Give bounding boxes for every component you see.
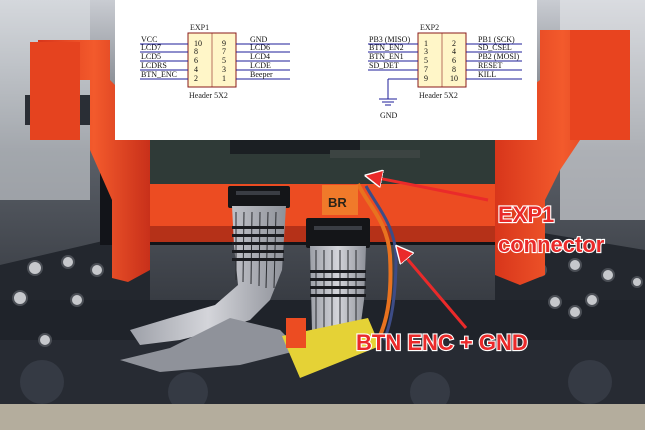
exp2-right-pin: 2 bbox=[452, 39, 456, 48]
exp1-footer: Header 5X2 bbox=[189, 91, 228, 100]
orange-label-block bbox=[322, 185, 358, 215]
exp2-right-pin: 10 bbox=[450, 74, 458, 83]
exp1-right-pin: 3 bbox=[222, 65, 226, 74]
exp1-right-label: LCD6 bbox=[250, 43, 270, 52]
btn-enc-arrow bbox=[398, 248, 468, 329]
exp1-left-pin: 4 bbox=[194, 65, 198, 74]
exp2-schematic: EXP2 GND PB3 (MISO) BTN_EN2 BTN_EN1 SD_D… bbox=[368, 23, 522, 120]
exp1-left-label: VCC bbox=[141, 35, 157, 44]
exp1-left-label: LCD7 bbox=[141, 43, 161, 52]
exp2-left-pin: 5 bbox=[424, 56, 428, 65]
exp2-left-pin: 7 bbox=[424, 65, 428, 74]
marker-text: BR bbox=[328, 195, 347, 210]
desk-surface bbox=[0, 404, 645, 430]
ribbon-dark-bands bbox=[232, 226, 366, 297]
idc-connectors bbox=[228, 186, 370, 248]
btn-enc-callout: BTN ENC + GND bbox=[356, 330, 528, 355]
exp2-right-pin: 6 bbox=[452, 56, 456, 65]
orange-cable-clip bbox=[286, 318, 306, 348]
exp2-right-label: SD_CSEL bbox=[478, 43, 512, 52]
screws bbox=[12, 255, 643, 347]
exp2-left-label: PB3 (MISO) bbox=[369, 35, 410, 44]
orange-wire bbox=[356, 183, 393, 341]
exp1-right-pin: 5 bbox=[222, 56, 226, 65]
exp2-right-label: KILL bbox=[478, 70, 496, 79]
exp1-right-label: Beeper bbox=[250, 70, 273, 79]
exp2-signal-lines bbox=[368, 43, 522, 80]
exp1-arrow bbox=[368, 176, 489, 202]
ground-label: GND bbox=[380, 111, 398, 120]
exp1-left-label: LCD5 bbox=[141, 52, 161, 61]
exp1-left-label: LCDRS bbox=[141, 61, 167, 70]
exp1-right-pin: 7 bbox=[222, 47, 226, 56]
exp1-schematic: EXP1 VCC LCD7 LCD5 LCDRS BTN_ENC 10 8 6 … bbox=[140, 23, 290, 100]
exp1-left-pin: 6 bbox=[194, 56, 198, 65]
exp2-right-pin: 8 bbox=[452, 65, 456, 74]
exp1-left-pin: 8 bbox=[194, 47, 198, 56]
exp1-callout-line2: connector bbox=[498, 232, 605, 257]
exp2-right-label: PB1 (SCK) bbox=[478, 35, 515, 44]
ground-symbol bbox=[379, 79, 397, 106]
yellow-tape bbox=[282, 318, 380, 378]
rubber-feet bbox=[20, 360, 612, 412]
exp2-left-pin: 3 bbox=[424, 47, 428, 56]
exp1-right-label: GND bbox=[250, 35, 268, 44]
exp2-left-label: SD_DET bbox=[369, 61, 399, 70]
exp1-right-label: LCDE bbox=[250, 61, 271, 70]
exp1-left-pin: 2 bbox=[194, 74, 198, 83]
exp1-right-pin: 1 bbox=[222, 74, 226, 83]
exp2-left-label: BTN_EN2 bbox=[369, 43, 404, 52]
exp2-left-pin: 9 bbox=[424, 74, 428, 83]
exp1-signal-lines bbox=[140, 43, 290, 80]
exp2-right-label: PB2 (MOSI) bbox=[478, 52, 519, 61]
exp2-left-pin: 1 bbox=[424, 39, 428, 48]
exp1-right-label: LCD4 bbox=[250, 52, 270, 61]
exp1-left-pin: 10 bbox=[194, 39, 202, 48]
exp2-left-label: BTN_EN1 bbox=[369, 52, 404, 61]
exp1-callout-line1: EXP1 bbox=[498, 202, 554, 227]
exp2-right-pin: 4 bbox=[452, 47, 456, 56]
exp2-right-label: RESET bbox=[478, 61, 503, 70]
exp1-title: EXP1 bbox=[190, 23, 209, 32]
exp2-footer: Header 5X2 bbox=[419, 91, 458, 100]
exp1-left-label: BTN_ENC bbox=[141, 70, 177, 79]
exp2-title: EXP2 bbox=[420, 23, 439, 32]
exp1-right-pin: 9 bbox=[222, 39, 226, 48]
